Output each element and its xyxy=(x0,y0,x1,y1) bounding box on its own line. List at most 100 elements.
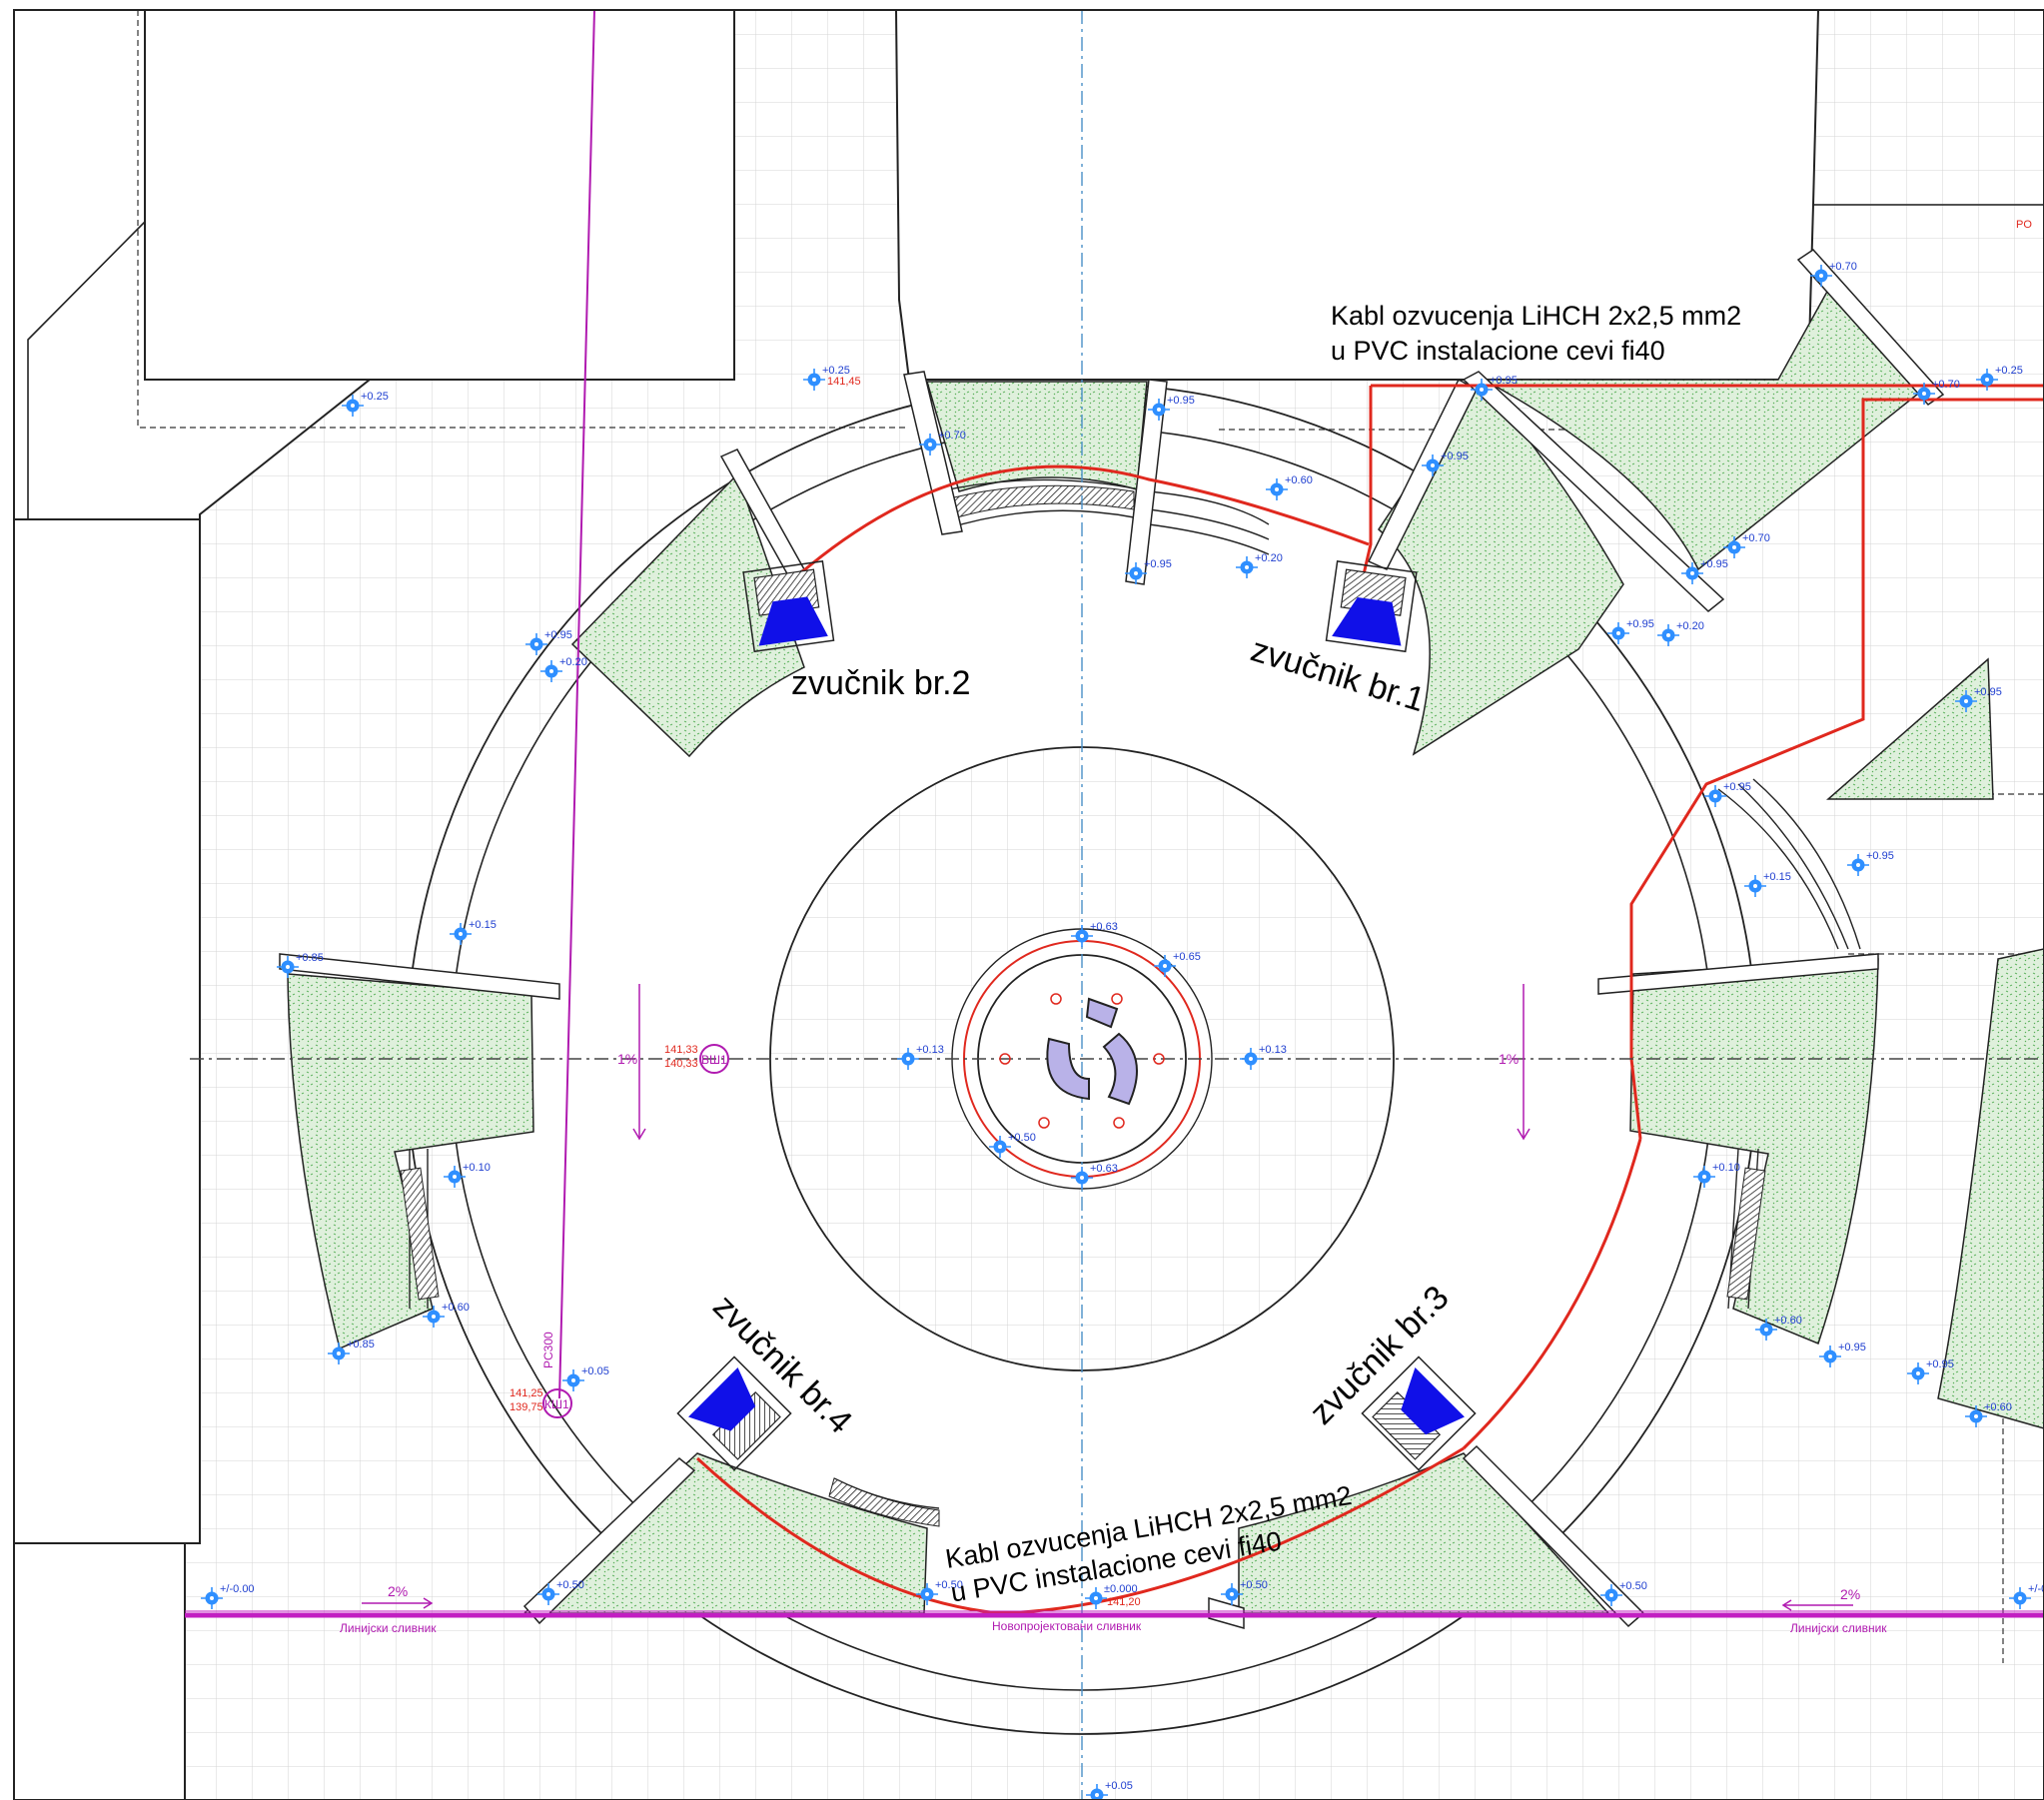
shaft-1-level-bottom: 140,33 xyxy=(664,1058,698,1070)
level-marker-label: +0.50 xyxy=(935,1579,963,1591)
level-marker: +0.95 xyxy=(1681,558,1728,584)
level-marker-label: +0.95 xyxy=(1866,850,1894,862)
level-marker: +0.50 xyxy=(1221,1579,1268,1605)
level-marker: +0.95 xyxy=(525,629,572,655)
level-marker: +0.50 xyxy=(1600,1580,1647,1606)
level-marker: +0.70 xyxy=(1913,379,1960,405)
buildings xyxy=(13,9,1820,1800)
level-marker-label: +0.50 xyxy=(1008,1132,1036,1144)
level-marker: +0.20 xyxy=(540,656,587,682)
level-marker-label: +/-0.00 xyxy=(220,1583,255,1595)
level-marker-label: +0.05 xyxy=(581,1365,609,1377)
slope-arrows xyxy=(362,984,1853,1611)
slope-1-right-label: 1% xyxy=(1499,1051,1519,1067)
level-marker: ±0.000 xyxy=(1085,1583,1138,1609)
page-border xyxy=(13,9,2044,1800)
level-marker: +0.63 xyxy=(1071,1163,1118,1189)
shaft-2-level-bottom: 139,75 xyxy=(510,1401,543,1413)
level-marker: +0.13 xyxy=(1240,1044,1287,1070)
level-marker-label: +0.50 xyxy=(1619,1580,1647,1592)
level-marker-label: +0.25 xyxy=(1995,365,2023,377)
level-marker-label: +0.50 xyxy=(556,1579,584,1591)
corner-tag-label: PO xyxy=(2016,219,2032,231)
level-marker: +0.95 xyxy=(1704,781,1751,807)
speaker-1[interactable] xyxy=(1325,560,1418,653)
level-marker-label: +0.70 xyxy=(1932,379,1960,391)
level-marker-label: +0.95 xyxy=(1838,1342,1866,1353)
slope-left-label: 2% xyxy=(388,1583,408,1599)
level-marker-label: +0.15 xyxy=(1763,871,1791,883)
top-level-red-label: 141,45 xyxy=(827,376,861,388)
bottom-level-label: 141,20 xyxy=(1107,1596,1141,1608)
level-marker: +0.50 xyxy=(989,1132,1036,1158)
speaker-3[interactable] xyxy=(1361,1355,1477,1471)
level-marker: +0.95 xyxy=(1819,1342,1866,1367)
level-marker: +0.95 xyxy=(1607,618,1654,644)
level-marker: +0.60 xyxy=(1266,474,1313,500)
level-marker-label: +0.13 xyxy=(1259,1044,1287,1056)
level-marker: +0.25 xyxy=(342,391,389,417)
level-marker-label: +0.25 xyxy=(822,365,850,377)
level-marker: +0.70 xyxy=(1723,532,1770,558)
central-fountain xyxy=(999,993,1165,1129)
speaker-4[interactable] xyxy=(676,1355,792,1471)
cable-label-top-line1: Kabl ozvucenja LiHCH 2x2,5 mm2 xyxy=(1331,301,1741,331)
level-marker-label: +0.60 xyxy=(1774,1315,1802,1327)
level-marker-label: +0.95 xyxy=(1626,618,1654,630)
level-marker: +0.85 xyxy=(328,1339,375,1364)
linear-drain-left-label: Линијски сливник xyxy=(340,1621,437,1635)
level-marker: +0.60 xyxy=(1755,1315,1802,1341)
level-marker-label: +0.70 xyxy=(1742,532,1770,544)
level-marker: +0.85 xyxy=(277,952,324,978)
level-marker-label: +0.10 xyxy=(1712,1162,1740,1174)
level-marker: +0.10 xyxy=(1693,1162,1740,1188)
level-marker: +0.95 xyxy=(1422,450,1469,476)
level-marker: +0.15 xyxy=(450,919,497,945)
level-marker-label: +0.95 xyxy=(1723,781,1751,793)
level-marker-label: +0.60 xyxy=(442,1302,470,1314)
pipe-label: PC300 xyxy=(541,1332,555,1368)
shaft-2-level-top: 141,25 xyxy=(510,1387,543,1399)
cable-label-top: Kabl ozvucenja LiHCH 2x2,5 mm2 u PVC ins… xyxy=(1331,301,1741,366)
drain-line xyxy=(185,9,2044,1618)
level-marker: +0.15 xyxy=(1744,871,1791,897)
level-marker: +0.05 xyxy=(562,1365,609,1391)
speaker-2-label: zvučnik br.2 xyxy=(791,664,971,702)
slope-1-left-label: 1% xyxy=(617,1051,637,1067)
level-marker: +0.60 xyxy=(1965,1401,2012,1427)
level-marker: +0.63 xyxy=(1071,921,1118,947)
level-marker-label: +0.70 xyxy=(938,430,966,442)
level-marker: +0.10 xyxy=(444,1162,491,1188)
level-marker-label: +0.10 xyxy=(463,1162,491,1174)
speaker-2[interactable] xyxy=(742,560,835,653)
level-marker-label: +0.63 xyxy=(1090,1163,1118,1175)
shafts xyxy=(542,1044,729,1418)
level-marker-label: +0.95 xyxy=(1490,375,1518,387)
level-marker: +0.25 xyxy=(803,365,850,391)
level-marker: +0.50 xyxy=(537,1579,584,1605)
level-marker-label: +0.20 xyxy=(1255,552,1283,564)
level-marker: +0.95 xyxy=(1847,850,1894,876)
level-marker: +0.95 xyxy=(1148,395,1195,421)
level-marker: +0.95 xyxy=(1471,375,1518,401)
level-marker-label: +0.50 xyxy=(1240,1579,1268,1591)
planting-beds xyxy=(287,288,2044,1614)
level-marker: +0.60 xyxy=(423,1302,470,1328)
shaft-2-label: КШ1 xyxy=(544,1397,569,1411)
level-marker: +0.65 xyxy=(1154,951,1201,977)
level-marker-label: +0.15 xyxy=(469,919,497,931)
bench-slats xyxy=(400,484,1766,1527)
level-marker: +0.13 xyxy=(897,1044,944,1070)
level-marker-label: +0.25 xyxy=(361,391,389,403)
level-marker: +/-0.00 xyxy=(201,1583,255,1609)
level-marker-label: +0.13 xyxy=(916,1044,944,1056)
level-marker: +/-0 xyxy=(2009,1583,2044,1609)
drain-labels: Линијски сливник Линијски сливник Новопр… xyxy=(340,219,2032,1635)
level-marker: +0.95 xyxy=(1907,1358,1954,1384)
level-marker: +0.70 xyxy=(919,430,966,455)
level-marker-label: +0.95 xyxy=(1926,1358,1954,1370)
level-marker: +0.25 xyxy=(1976,365,2023,391)
level-marker-label: +0.95 xyxy=(1974,686,2002,698)
level-marker-label: +0.20 xyxy=(1676,620,1704,632)
